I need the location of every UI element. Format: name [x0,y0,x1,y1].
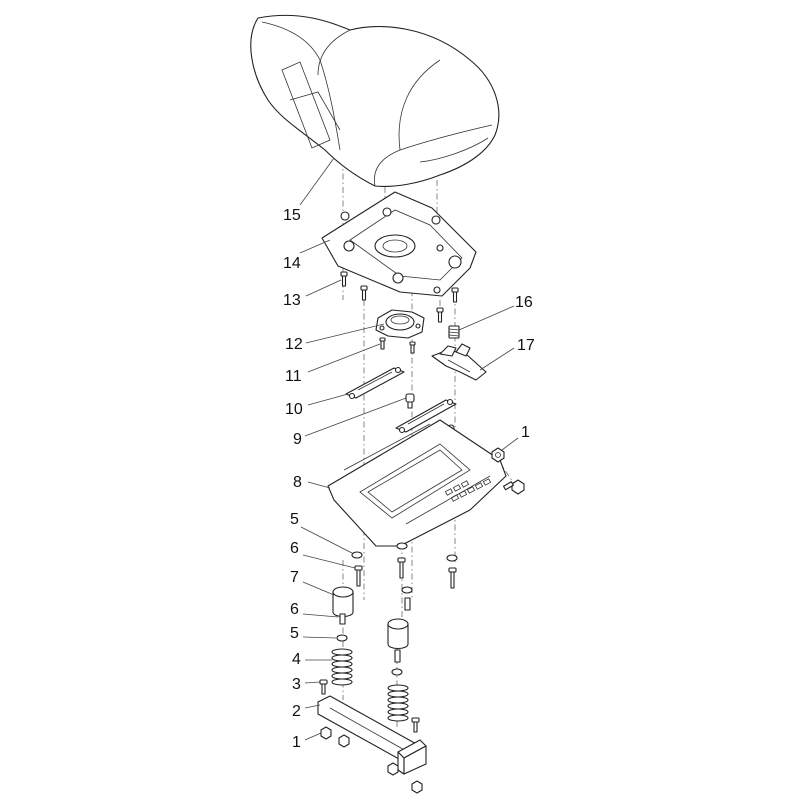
callout-10: 10 [285,401,303,418]
washers-bolts-upper [351,542,458,611]
seat-switch [375,309,425,339]
callout-15: 15 [283,207,301,224]
callout-13: 13 [283,292,301,309]
nut-upper [491,447,505,463]
callout-14: 14 [283,255,301,272]
mounting-screws [340,271,459,323]
callout-17: 17 [517,337,535,354]
callout-6-lower: 6 [290,601,299,618]
callout-9: 9 [293,431,302,448]
spring-left [331,648,353,686]
bolt-frame [319,679,420,733]
seat-mounting-plate [321,191,477,297]
adjustment-slots [444,478,492,502]
callout-12: 12 [285,336,303,353]
leader-lines [299,157,519,741]
callout-5-upper: 5 [290,511,299,528]
suspension-frame [317,695,427,775]
rubber-mount-right [387,618,409,650]
seat [250,14,500,187]
callout-2: 2 [292,703,301,720]
callout-3: 3 [292,676,301,693]
nuts-bottom [320,726,423,794]
washers-bolts-lower [336,613,403,676]
callout-5-lower: 5 [290,625,299,642]
callout-labels: 15 14 13 12 11 10 9 8 5 6 7 6 5 4 3 2 1 … [283,207,535,751]
callout-8: 8 [293,474,302,491]
bolt-side [502,479,525,495]
callout-6-upper: 6 [290,540,299,557]
callout-11: 11 [285,368,302,385]
callout-1-lower: 1 [292,734,301,751]
callout-4: 4 [292,651,301,668]
seat-latch-bracket [431,343,487,381]
callout-7: 7 [290,569,299,586]
callout-1-upper: 1 [521,424,530,441]
slide-rail-left [345,366,405,400]
spring-small [448,325,460,339]
switch-screws [379,337,416,354]
callout-16: 16 [515,294,533,311]
spring-right [387,684,409,722]
rubber-mount-left [332,586,354,618]
base-plate [327,419,507,547]
